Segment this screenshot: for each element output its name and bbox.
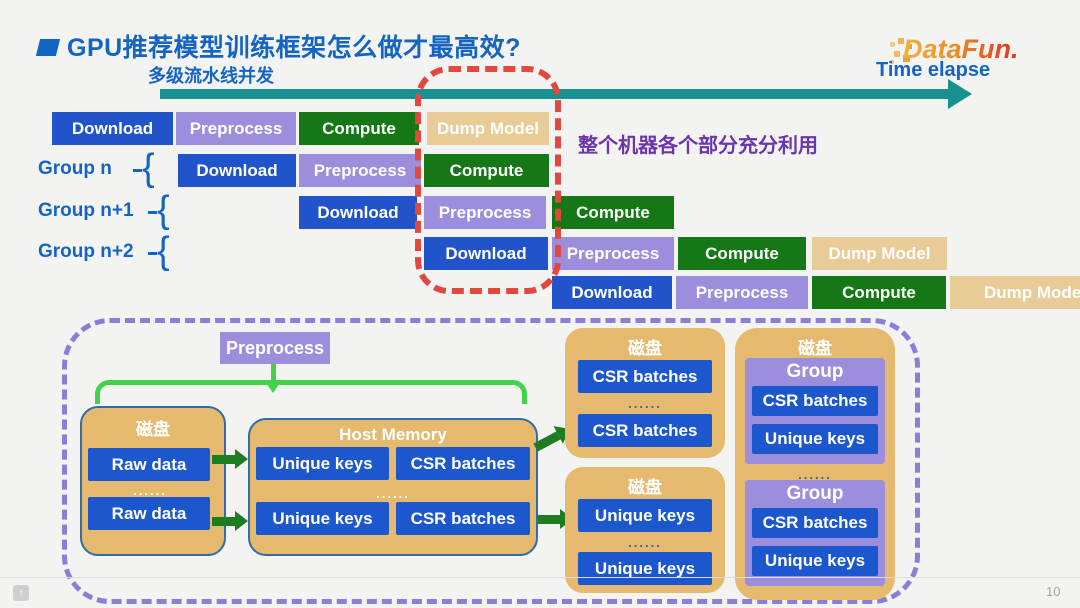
group-brace: { [157, 230, 170, 272]
csr-batches-item: CSR batches [578, 414, 712, 447]
task-dump-model: Dump Model [950, 276, 1080, 309]
flow-arrow [538, 509, 573, 529]
raw-data-item: Raw data [88, 448, 210, 481]
annotation-text: 整个机器各个部分充分利用 [578, 135, 818, 157]
task-download: Download [178, 154, 296, 187]
disk-title: 磁盘 [628, 478, 662, 497]
unique-keys-item: Unique keys [752, 546, 878, 576]
unique-keys-item: Unique keys [256, 502, 389, 535]
task-dump-model: Dump Model [427, 112, 549, 145]
footer-divider [0, 577, 1080, 578]
ellipsis-dots: ...... [628, 535, 662, 550]
csr-batches-item: CSR batches [396, 502, 530, 535]
ellipsis-dots: ...... [798, 467, 832, 482]
disk-title: 磁盘 [628, 339, 662, 358]
unique-keys-item: Unique keys [752, 424, 878, 454]
task-preprocess: Preprocess [676, 276, 808, 309]
brace-dash [148, 252, 157, 255]
bracket-connector [95, 380, 527, 404]
task-compute: Compute [552, 196, 674, 229]
ellipsis-dots: ...... [133, 483, 167, 498]
highlight-box [415, 66, 561, 294]
task-compute: Compute [299, 112, 419, 145]
flow-arrow [212, 511, 248, 531]
bracket-stem [271, 364, 276, 382]
pipeline-subtitle: 多级流水线并发 [148, 66, 274, 86]
flow-arrow [212, 449, 248, 469]
diagram-container [62, 318, 920, 604]
disk-title: 磁盘 [136, 420, 170, 439]
task-preprocess: Preprocess [299, 154, 421, 187]
page-number: 10 [1046, 584, 1061, 599]
ellipsis-dots: ...... [376, 486, 410, 501]
title-bullet-icon [35, 39, 61, 56]
group-brace: { [142, 147, 155, 189]
bracket-arrow-icon [266, 383, 280, 393]
group-label: Group n+2 [38, 241, 134, 262]
task-compute: Compute [424, 154, 549, 187]
brace-dash [133, 169, 142, 172]
logo-pixels-icon [888, 38, 918, 66]
unique-keys-item: Unique keys [256, 447, 389, 480]
task-download: Download [299, 196, 417, 229]
host-memory-title: Host Memory [339, 425, 447, 444]
group-brace: { [157, 189, 170, 231]
csr-batches-item: CSR batches [578, 360, 712, 393]
task-preprocess: Preprocess [552, 237, 674, 270]
share-icon: ↑ [13, 585, 29, 601]
page-title: GPU推荐模型训练框架怎么做才最高效? [67, 34, 521, 62]
task-download: Download [552, 276, 672, 309]
raw-data-item: Raw data [88, 497, 210, 530]
group-title: Group [786, 361, 844, 382]
preprocess-box: Preprocess [220, 332, 330, 364]
task-download: Download [52, 112, 173, 145]
group-label: Group n+1 [38, 200, 134, 221]
group-title: Group [786, 483, 844, 504]
task-compute: Compute [678, 237, 806, 270]
task-preprocess: Preprocess [424, 196, 546, 229]
brace-dash [148, 211, 157, 214]
ellipsis-dots: ...... [628, 396, 662, 411]
disk-title: 磁盘 [798, 339, 832, 358]
unique-keys-item: Unique keys [578, 552, 712, 585]
task-preprocess: Preprocess [176, 112, 296, 145]
csr-batches-item: CSR batches [752, 386, 878, 416]
task-dump-model: Dump Model [812, 237, 947, 270]
csr-batches-item: CSR batches [396, 447, 530, 480]
datafun-logo: DataFun. [903, 34, 1019, 64]
task-compute: Compute [812, 276, 946, 309]
unique-keys-item: Unique keys [578, 499, 712, 532]
time-axis-arrowhead-icon [948, 79, 972, 109]
group-label: Group n [38, 158, 112, 179]
disk-box: 磁盘 [80, 406, 226, 556]
csr-batches-item: CSR batches [752, 508, 878, 538]
time-axis-label: Time elapse [876, 59, 991, 81]
